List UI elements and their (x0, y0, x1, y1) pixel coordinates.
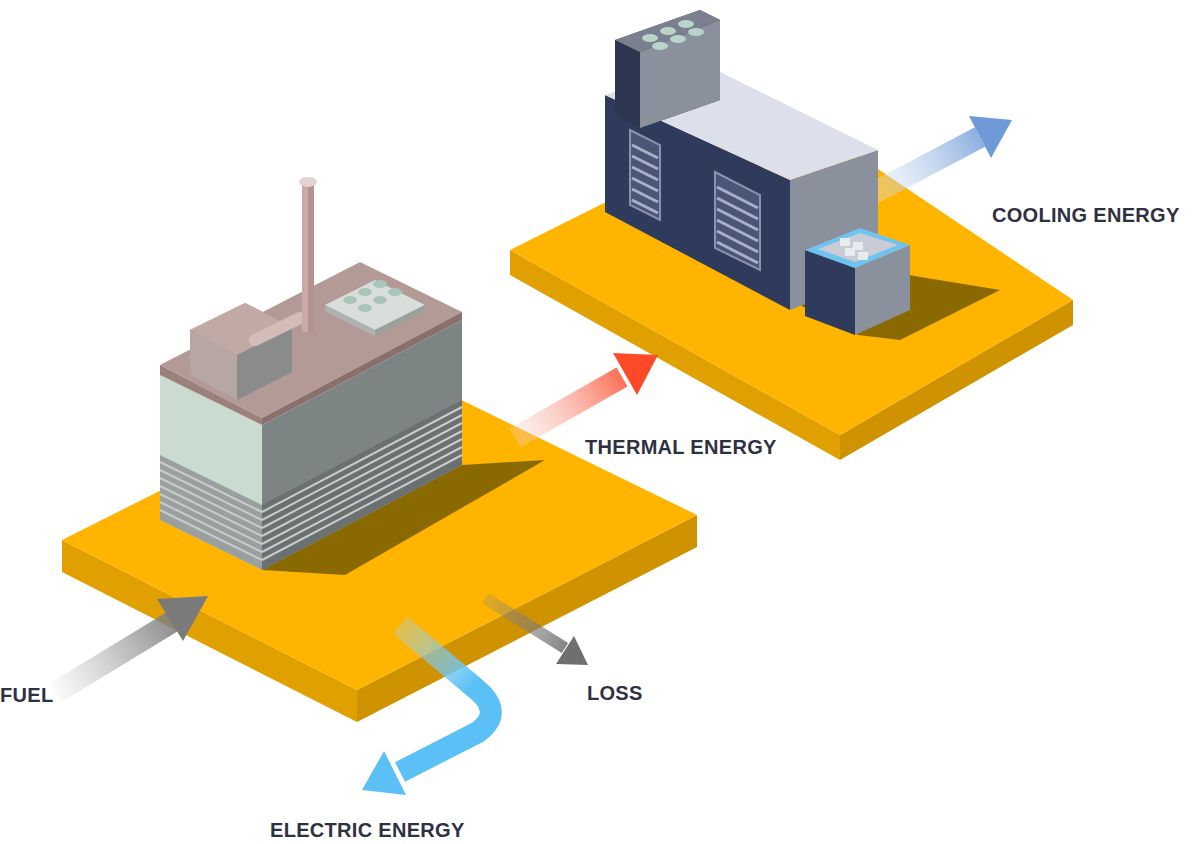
fuel-arrow (55, 596, 208, 693)
generator-building (160, 177, 462, 570)
cooling-arrow (870, 116, 1012, 195)
thermal-arrow (515, 353, 658, 438)
electric-arrow (362, 625, 491, 795)
thermal-label: THERMAL ENERGY (585, 437, 777, 457)
chiller-building (605, 10, 910, 335)
loss-arrow (485, 598, 588, 665)
electric-label: ELECTRIC ENERGY (270, 820, 465, 840)
cooling-label: COOLING ENERGY (992, 205, 1180, 225)
loss-label: LOSS (587, 683, 643, 703)
fuel-label: FUEL (0, 685, 53, 705)
